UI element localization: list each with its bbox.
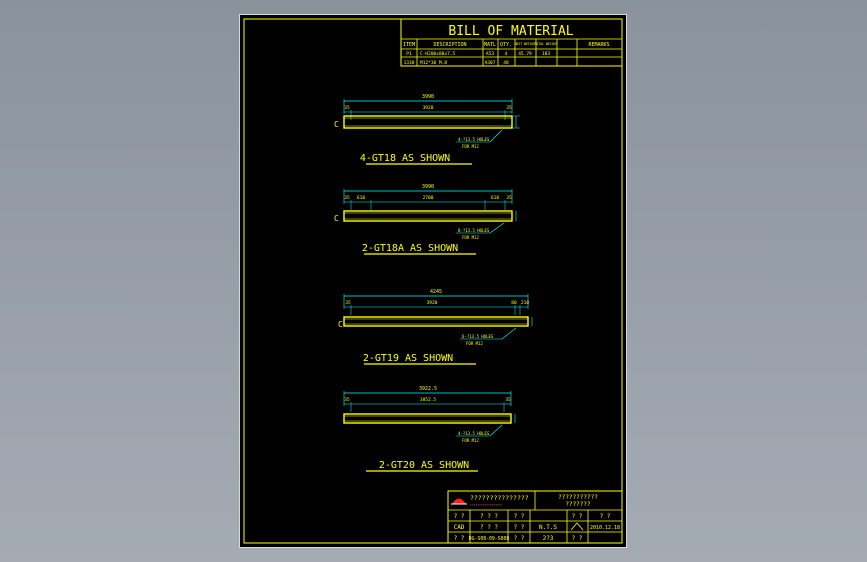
sheet-number: 2?3	[543, 535, 554, 542]
bom-cell: P1	[406, 51, 412, 57]
bom-cell: M12*30 M.B	[420, 60, 447, 66]
channel-section-symbol: C	[334, 120, 339, 129]
member-caption: 2-GT20 AS SHOWN	[379, 460, 469, 471]
bom-header-description: DESCRIPTION	[433, 42, 466, 48]
channel-member	[343, 210, 513, 222]
title-cell: ? ?	[514, 535, 525, 542]
segment-dimension: 3920	[423, 105, 434, 111]
bom-header-unit-weight: UNIT WEIGHT	[514, 42, 535, 46]
date-cell: 2010.12.18	[590, 525, 620, 531]
bom-table: BILL OF MATERIAL ITEM DESCRIPTION MATL Q…	[400, 18, 623, 67]
title-cell: CAD	[454, 524, 465, 531]
title-block: ??????????????? ?????????????????? ?????…	[447, 490, 623, 544]
segment-dimension: 3920	[427, 300, 438, 306]
bom-header-matl: MATL	[484, 42, 496, 48]
segment-dimension: 2700	[423, 195, 434, 201]
member-caption: 4-GT18 AS SHOWN	[360, 153, 450, 164]
company-subtitle: ??????????????????	[470, 503, 503, 507]
channel-member	[343, 115, 513, 129]
title-cell: ? ?	[454, 513, 465, 520]
bom-header-total-weight: TOTAL WEIGHT	[534, 42, 557, 46]
overall-dimension: 4245	[430, 289, 442, 295]
title-cell: ? ?	[454, 535, 465, 542]
channel-member	[343, 316, 529, 327]
channel-member	[343, 413, 512, 424]
bom-cell: 1330	[404, 60, 415, 66]
bom-header-qty: QTY.	[500, 42, 512, 48]
hole-note-sub: FOR M12	[462, 144, 479, 149]
member-caption: 2-GT18A AS SHOWN	[362, 243, 458, 254]
channel-section-symbol: C	[338, 320, 343, 329]
segment-dimension: 3852.5	[420, 397, 437, 403]
overall-dimension: 3990	[422, 94, 434, 100]
drawing-number: DG-S08-09-S088	[469, 536, 510, 542]
hole-note-sub: FOR M12	[466, 341, 483, 346]
drawing-sheet: BILL OF MATERIAL ITEM DESCRIPTION MATL Q…	[239, 14, 627, 548]
member-caption: 2-GT19 AS SHOWN	[363, 353, 453, 364]
segment-dimension: 35	[506, 105, 512, 111]
segment-dimension: 210	[521, 300, 529, 306]
segment-dimension: 80	[511, 300, 517, 306]
company-logo-icon	[452, 498, 466, 504]
segment-dimension: 35	[344, 195, 350, 201]
title-cell: ? ?	[572, 513, 583, 520]
revision-triangle-icon	[570, 522, 584, 531]
overall-dimension: 3990	[422, 184, 434, 190]
member-gt19: 4245 35 3920 80 210 C 6-?13.5 HOLES FOR …	[338, 289, 533, 365]
member-gt18a: 3990 35 610 2700 610 35 C 8-?13.5 HOLES …	[334, 184, 517, 255]
bom-cell: A53	[486, 51, 494, 57]
bom-header-item: ITEM	[403, 42, 415, 48]
segment-dimension: 35	[344, 397, 350, 403]
segment-dimension: 610	[357, 195, 365, 201]
bom-cell: 4	[505, 51, 508, 57]
bom-cell: 48	[503, 60, 509, 66]
drawing-name: ???????	[565, 501, 591, 508]
segment-dimension: 35	[506, 195, 512, 201]
title-cell: ? ?	[514, 524, 525, 531]
member-gt20: 3922.5 35 3852.5 35 4-?13.5 HOLES FOR M1…	[343, 386, 516, 472]
bom-cell: A307	[485, 60, 496, 66]
segment-dimension: 35	[345, 300, 351, 306]
hole-note-sub: FOR M12	[462, 438, 479, 443]
project-name: ???????????	[558, 494, 598, 501]
segment-dimension: 610	[491, 195, 499, 201]
channel-section-symbol: C	[334, 214, 339, 223]
hole-note-sub: FOR M12	[462, 235, 479, 240]
title-cell: ? ?	[572, 535, 583, 542]
segment-dimension: 35	[505, 397, 511, 403]
bom-title: BILL OF MATERIAL	[448, 24, 573, 39]
segment-dimension: 35	[344, 105, 350, 111]
title-cell: ? ?	[514, 513, 525, 520]
title-cell: ? ? ?	[480, 524, 498, 531]
title-cell: ? ? ?	[480, 513, 498, 520]
hole-note: 6-?13.5 HOLES	[462, 334, 494, 339]
title-cell: ? ?	[600, 513, 611, 520]
bom-cell: C-H200x80x7.5	[420, 51, 456, 57]
cad-drawing: BILL OF MATERIAL ITEM DESCRIPTION MATL Q…	[243, 18, 623, 544]
hole-note: 4-?13.5 HOLES	[458, 137, 490, 142]
bom-cell: 183	[542, 51, 550, 57]
overall-dimension: 3922.5	[419, 386, 437, 392]
bom-cell: 45.79	[518, 51, 532, 57]
bom-header-remarks: REMARKS	[588, 42, 609, 48]
company-name: ???????????????	[470, 494, 529, 502]
member-gt18: 3990 35 3920 35 C 4-?13.5 HOLES FOR M12 …	[334, 94, 520, 165]
hole-note: 4-?13.5 HOLES	[458, 431, 490, 436]
scale-cell: N.T.S	[539, 524, 557, 531]
hole-note: 8-?13.5 HOLES	[458, 228, 490, 233]
